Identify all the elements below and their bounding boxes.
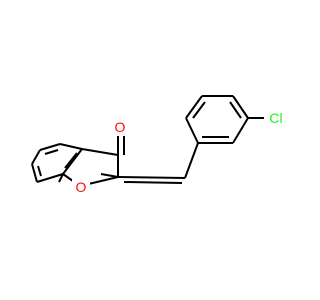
ring-oxygen-label: O bbox=[76, 179, 87, 195]
bond-c7-c6-inner bbox=[37, 165, 42, 177]
bond-ar1-ar2 bbox=[185, 117, 199, 144]
bond-ar5-ar6 bbox=[232, 117, 249, 144]
bond-c7a-c7 bbox=[36, 173, 64, 183]
bond-c7-c6 bbox=[31, 163, 38, 183]
bond-ar4-ar5 bbox=[232, 95, 249, 119]
bond-ar2-ar3 bbox=[185, 95, 203, 119]
bond-c7a-o1 bbox=[58, 173, 64, 183]
bond-c6-c5 bbox=[31, 149, 41, 165]
bond-ar4-ar5-inner bbox=[229, 101, 242, 119]
bond-c3a-c7a bbox=[62, 148, 83, 175]
bond-ch-aryl bbox=[184, 142, 199, 179]
bond-c2-ch-b bbox=[123, 181, 183, 184]
bond-o1-c2 bbox=[100, 173, 119, 178]
bond-ar2-ar3-inner bbox=[192, 101, 206, 119]
atom-labels: O O Cl bbox=[72, 109, 288, 196]
bond-c5-c4-inner bbox=[44, 149, 59, 155]
bond-c4-c3a bbox=[59, 143, 83, 150]
chlorine-bg bbox=[264, 109, 288, 127]
bond-c3a-c7a-inner bbox=[64, 152, 78, 169]
carbonyl-oxygen-bg bbox=[111, 118, 129, 136]
carbonyl-oxygen-label: O bbox=[115, 119, 126, 135]
chlorine-label: Cl bbox=[269, 110, 282, 126]
bond-c3-c3a bbox=[81, 148, 119, 156]
bond-c2-ch-a bbox=[117, 176, 186, 179]
bond-c5-c4 bbox=[39, 143, 61, 151]
ring-oxygen-bg bbox=[72, 178, 90, 196]
molecule-structure: O O Cl bbox=[31, 95, 288, 196]
bonds bbox=[31, 95, 265, 187]
